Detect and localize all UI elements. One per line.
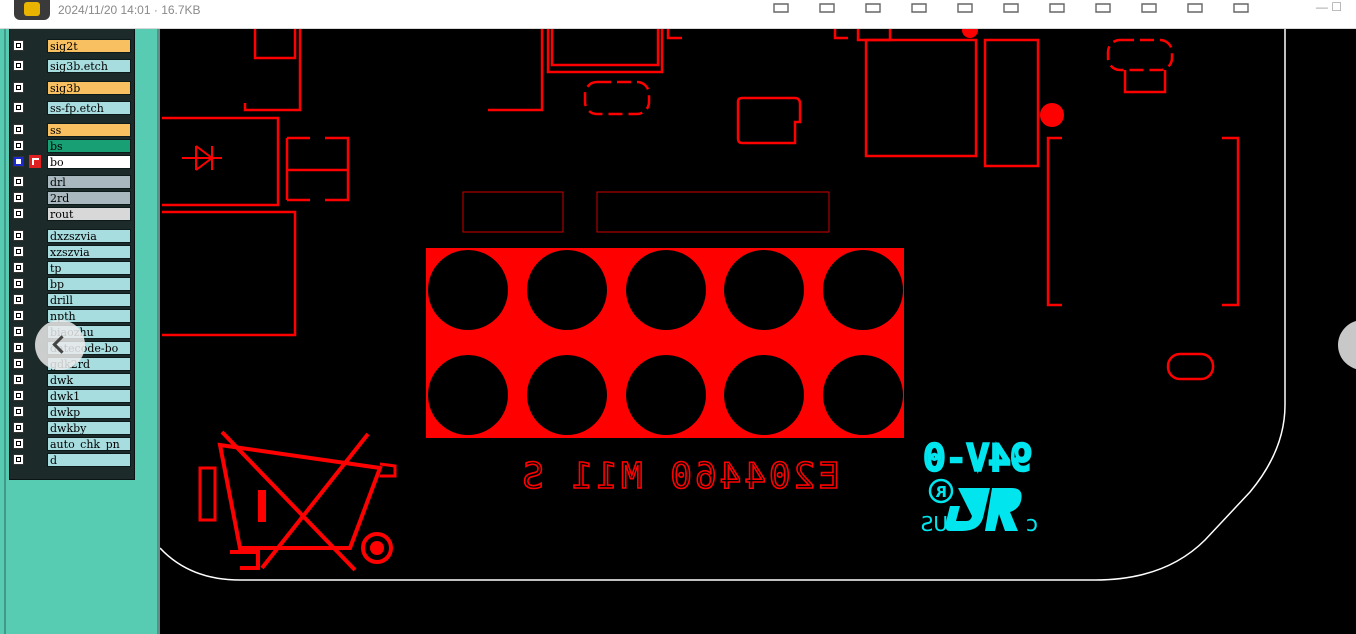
- layer-name-label[interactable]: dwk1: [47, 389, 131, 403]
- connector-hole: [428, 250, 508, 330]
- layer-visibility-checkbox[interactable]: [13, 374, 24, 385]
- layer-name-label[interactable]: d: [47, 453, 131, 467]
- solder-dots: [962, 28, 1064, 127]
- silk-text-registered: R: [935, 483, 947, 501]
- frame-icon[interactable]: [1046, 0, 1068, 14]
- connector-holes: [428, 250, 903, 435]
- thumbnail-icon[interactable]: [14, 0, 50, 20]
- silk-text-us: US: [921, 512, 948, 536]
- layer-visibility-checkbox[interactable]: [13, 454, 24, 465]
- layer-visibility-checkbox[interactable]: [13, 82, 24, 93]
- layer-visibility-checkbox[interactable]: [13, 192, 24, 203]
- layer-visibility-checkbox[interactable]: [13, 358, 24, 369]
- board-outline: [160, 28, 1286, 581]
- layer-name-label[interactable]: sig2t: [47, 39, 131, 53]
- search-icon[interactable]: [908, 0, 930, 14]
- layer-name-label[interactable]: ss-fp.etch: [47, 101, 131, 115]
- layer-name-label[interactable]: tp: [47, 261, 131, 275]
- component-outlines: [162, 28, 1240, 381]
- share-icon[interactable]: [1138, 0, 1160, 14]
- sidebar-rule: [4, 28, 6, 634]
- connector-hole: [724, 355, 804, 435]
- layer-name-label[interactable]: dwkby: [47, 421, 131, 435]
- layer-name-label[interactable]: auto_chk_pn: [47, 437, 131, 451]
- connector-hole: [823, 355, 903, 435]
- layer-visibility-checkbox[interactable]: [13, 262, 24, 273]
- connector-hole: [527, 250, 607, 330]
- layer-name-label[interactable]: drill: [47, 293, 131, 307]
- layer-panel: sig2t sig3b.etch sig3b ss-fp.etch ss bs bo drl 2…: [9, 28, 135, 480]
- layer-visibility-checkbox[interactable]: [13, 294, 24, 305]
- diode-icon: [182, 145, 222, 171]
- silk-text-c: c: [1026, 512, 1038, 537]
- window-minimize-icon[interactable]: — ☐: [1315, 0, 1342, 14]
- image-meta: 2024/11/20 14:01 · 16.7KB: [58, 3, 201, 17]
- prev-image-button[interactable]: [35, 320, 85, 370]
- pcb-canvas[interactable]: E204460 M11 S 94V-0 R US c: [160, 28, 1356, 634]
- connector-hole: [428, 355, 508, 435]
- layer-visibility-checkbox[interactable]: [13, 422, 24, 433]
- layer-visibility-checkbox[interactable]: [13, 310, 24, 321]
- layer-visibility-checkbox[interactable]: [13, 326, 24, 337]
- layer-visibility-checkbox[interactable]: [13, 60, 24, 71]
- pen-icon[interactable]: [770, 0, 792, 14]
- layer-name-label[interactable]: dxzszvia: [47, 229, 131, 243]
- layer-visibility-checkbox[interactable]: [13, 230, 24, 241]
- chevron-left-icon: [52, 335, 71, 354]
- connector-hole: [823, 250, 903, 330]
- layer-visibility-checkbox[interactable]: [13, 140, 24, 151]
- layer-name-label[interactable]: rout: [47, 207, 131, 221]
- layer-visibility-checkbox[interactable]: [13, 438, 24, 449]
- layer-name-label[interactable]: bo: [47, 155, 131, 169]
- layer-name-label[interactable]: dwk: [47, 373, 131, 387]
- layer-name-label[interactable]: drl: [47, 175, 131, 189]
- silk-text-94v0: 94V-0: [924, 438, 1032, 479]
- sidebar-splitter[interactable]: [157, 28, 160, 634]
- layer-visibility-checkbox[interactable]: [13, 208, 24, 219]
- toolbar-tools: [770, 0, 1252, 14]
- rotate-icon[interactable]: [1000, 0, 1022, 14]
- layer-name-label[interactable]: npth: [47, 309, 131, 323]
- edit-icon[interactable]: [1092, 0, 1114, 14]
- layer-visibility-checkbox[interactable]: [13, 278, 24, 289]
- active-layer-arrow-icon: [29, 155, 41, 168]
- next-image-button[interactable]: [1338, 320, 1356, 370]
- pad-frames: [462, 191, 830, 233]
- layer-visibility-checkbox[interactable]: [13, 390, 24, 401]
- ur-logo-icon: [945, 488, 1022, 531]
- layer-name-label[interactable]: ss: [47, 123, 131, 137]
- layer-visibility-checkbox[interactable]: [13, 102, 24, 113]
- forward-icon[interactable]: [1184, 0, 1206, 14]
- silk-text-red: E204460 M11 S: [519, 456, 840, 497]
- connector-hole: [527, 355, 607, 435]
- layer-name-label[interactable]: sig3b: [47, 81, 131, 95]
- layer-name-label[interactable]: xzszvia: [47, 245, 131, 259]
- layer-name-label[interactable]: sig3b.etch: [47, 59, 131, 73]
- layer-visibility-checkbox[interactable]: [13, 406, 24, 417]
- layer-visibility-checkbox[interactable]: [13, 342, 24, 353]
- viewer-toolbar: 2024/11/20 14:01 · 16.7KB — ☐: [0, 0, 1356, 29]
- layer-visibility-checkbox[interactable]: [13, 246, 24, 257]
- layer-name-label[interactable]: bs: [47, 139, 131, 153]
- connector-hole: [626, 250, 706, 330]
- layer-visibility-checkbox[interactable]: [13, 176, 24, 187]
- ul-marking: 94V-0 R US c: [921, 436, 1038, 537]
- layer-name-label[interactable]: dwkp: [47, 405, 131, 419]
- layer-visibility-checkbox[interactable]: [13, 124, 24, 135]
- connector-hole: [724, 250, 804, 330]
- zoom-in-icon[interactable]: [816, 0, 838, 14]
- weee-bin-icon: [198, 430, 397, 572]
- crop-icon[interactable]: [954, 0, 976, 14]
- layer-visibility-checkbox[interactable]: [13, 156, 24, 167]
- download-icon[interactable]: [1230, 0, 1252, 14]
- layer-name-label[interactable]: 2rd: [47, 191, 131, 205]
- connector-hole: [626, 355, 706, 435]
- layer-name-label[interactable]: bp: [47, 277, 131, 291]
- layer-visibility-checkbox[interactable]: [13, 40, 24, 51]
- zoom-out-icon[interactable]: [862, 0, 884, 14]
